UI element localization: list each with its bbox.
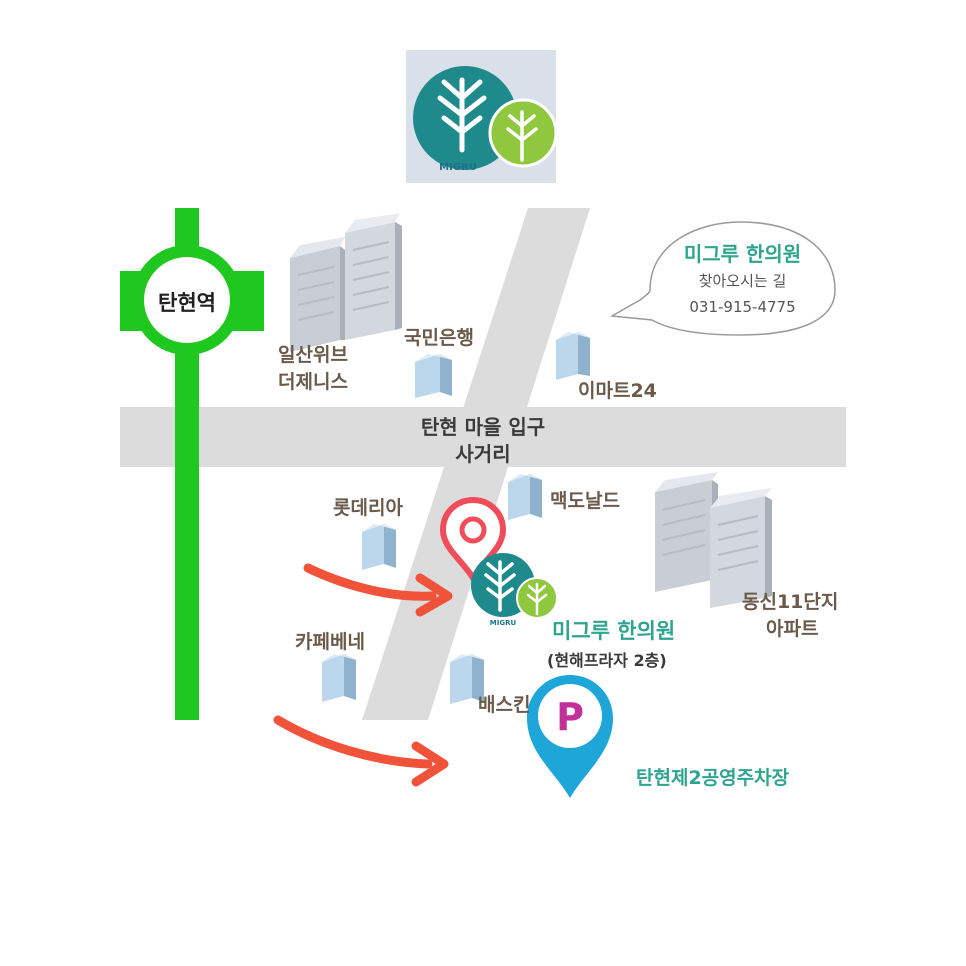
logo-text: MIGRU	[439, 162, 477, 173]
label-dongsin-1: 동신11단지	[742, 591, 839, 613]
building-baskin	[450, 654, 484, 704]
building-emart	[556, 332, 590, 380]
label-mcdonalds: 맥도날드	[550, 490, 620, 512]
speech-bubble	[609, 221, 836, 336]
clinic-logo: MIGRU	[471, 553, 558, 627]
clinic-floor: (현해프라자 2층)	[547, 651, 667, 670]
building-ilsan-weave	[290, 213, 402, 352]
label-emart: 이마트24	[578, 380, 657, 402]
label-kookmin: 국민은행	[404, 327, 474, 349]
subway-station-inner	[144, 257, 230, 343]
intersection-label-line2: 사거리	[455, 442, 511, 466]
building-mcdonalds	[508, 474, 542, 520]
building-cafe	[322, 654, 356, 702]
clinic-small-tree-icon	[526, 582, 548, 616]
building-lotteria	[362, 524, 396, 570]
tree-icon	[437, 77, 487, 153]
clinic-tree-icon	[484, 560, 516, 612]
parking-pin-icon[interactable]: P	[527, 675, 613, 798]
label-lotteria: 롯데리아	[333, 497, 403, 519]
label-ilsan-weave-1: 일산위브	[278, 344, 348, 366]
clinic-name: 미그루 한의원	[552, 619, 676, 643]
small-tree-icon	[506, 110, 538, 162]
bubble-phone[interactable]: 031-915-4775	[689, 298, 796, 316]
label-baskin: 배스킨	[478, 694, 531, 716]
label-dongsin-2: 아파트	[766, 618, 819, 640]
logo: MIGRU	[406, 50, 558, 183]
bubble-title: 미그루 한의원	[683, 242, 802, 266]
arrow-to-parking	[273, 715, 449, 787]
building-kookmin	[415, 354, 452, 398]
label-ilsan-weave-2: 더제니스	[278, 371, 348, 393]
arrow-to-clinic	[303, 563, 453, 617]
parking-symbol: P	[556, 695, 584, 739]
intersection-label-line1: 탄현 마을 입구	[420, 415, 546, 439]
clinic-logo-text: MIGRU	[490, 619, 517, 627]
station-label: 탄현역	[158, 291, 216, 315]
label-cafe: 카페베네	[295, 631, 365, 653]
building-dongsin	[655, 472, 772, 608]
parking-name: 탄현제2공영주차장	[636, 767, 790, 789]
bubble-subtitle: 찾아오시는 길	[698, 272, 787, 290]
